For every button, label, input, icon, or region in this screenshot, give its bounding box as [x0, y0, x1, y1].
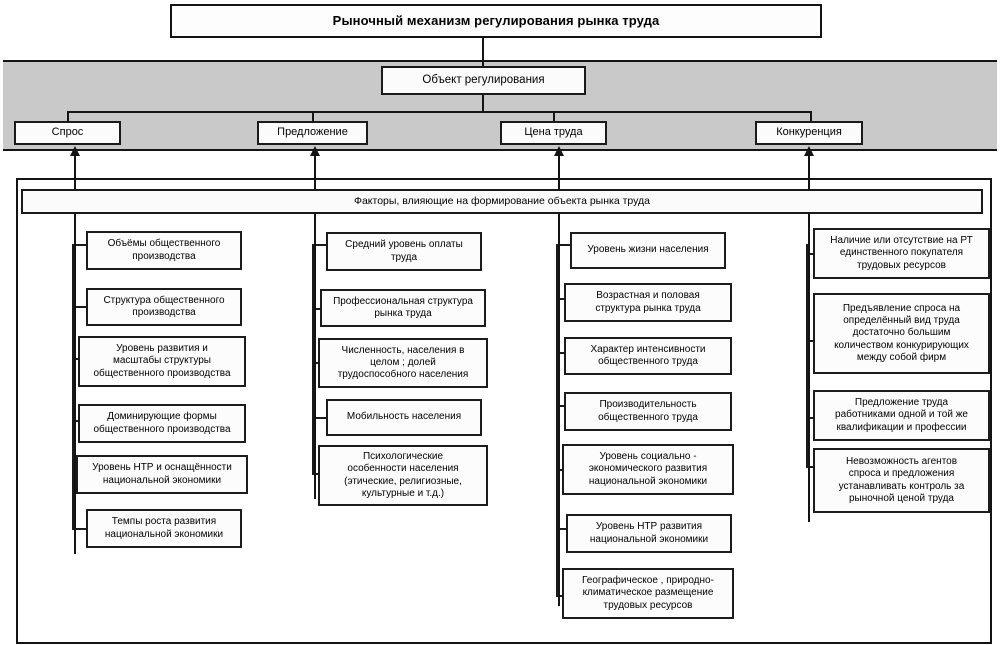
- factor-box: Географическое , природно- климатическое…: [562, 568, 734, 619]
- object-distribution-bus: [67, 111, 812, 113]
- factor-box: Средний уровень оплаты труда: [326, 232, 482, 271]
- factors-band-text: Факторы, влияющие на формирование объект…: [353, 195, 651, 208]
- trunk-supply-column: [312, 244, 314, 473]
- factors-band-box: Факторы, влияющие на формирование объект…: [21, 189, 983, 214]
- factor-text: Структура общественного производства: [103, 294, 225, 318]
- bus-drop-demand: [67, 111, 69, 121]
- factor-text: Невозможность агентов спроса и предложен…: [838, 456, 965, 504]
- arrowstem-demand: [74, 154, 76, 554]
- factor-box: Психологические особенности населения (э…: [318, 445, 488, 506]
- bus-drop-competition: [810, 111, 812, 121]
- factor-text: Уровень НТР и оснащённости национальной …: [92, 462, 232, 486]
- arrowhead-competition: [804, 146, 814, 156]
- node-price: Цена труда: [500, 121, 607, 145]
- trunk-competition-column: [806, 244, 808, 466]
- factor-text: Численность, населения в целом ; долей т…: [337, 344, 469, 381]
- arrowhead-supply: [310, 146, 320, 156]
- factor-box: Предложение труда работниками одной и то…: [813, 390, 990, 441]
- factor-text: Уровень жизни населения: [587, 244, 709, 256]
- factor-text: Предъявление спроса на определённый вид …: [834, 303, 969, 363]
- factor-text: Доминирующие формы общественного произво…: [93, 411, 231, 435]
- tick-supply-2: [312, 308, 326, 310]
- factor-box: Численность, населения в целом ; долей т…: [318, 338, 488, 388]
- factor-text: Объёмы общественного производства: [107, 238, 221, 262]
- node-competition: Конкуренция: [755, 121, 863, 145]
- factor-box: Невозможность агентов спроса и предложен…: [813, 448, 990, 513]
- factor-text: Возрастная и половая структура рынка тру…: [595, 290, 701, 314]
- trunk-price-column: [556, 244, 558, 595]
- factor-box: Характер интенсивности общественного тру…: [564, 337, 732, 375]
- node-supply-label: Предложение: [277, 126, 348, 139]
- factor-text: Географическое , природно- климатическое…: [582, 575, 714, 611]
- tick-supply-4: [312, 417, 326, 419]
- trunk-demand-column: [72, 244, 74, 528]
- factor-text: Уровень развития и масштабы структуры об…: [93, 343, 231, 379]
- node-supply: Предложение: [257, 121, 368, 145]
- arrowstem-supply: [314, 154, 316, 499]
- factor-text: Характер интенсивности общественного тру…: [590, 343, 706, 367]
- factor-text: Уровень НТР развития национальной эконом…: [589, 521, 709, 545]
- arrowstem-price: [558, 154, 560, 606]
- bus-drop-supply: [312, 111, 314, 121]
- factor-text: Психологические особенности населения (э…: [344, 451, 462, 499]
- factor-box: Производительность общественного труда: [564, 392, 732, 431]
- bus-drop-price: [553, 111, 555, 121]
- factor-text: Уровень социально - экономического разви…: [588, 451, 708, 487]
- arrowhead-price: [554, 146, 564, 156]
- factor-box: Профессиональная структура рынка труда: [320, 289, 486, 327]
- factor-box: Уровень жизни населения: [570, 232, 726, 269]
- tick-price-3: [556, 352, 570, 354]
- factor-box: Возрастная и половая структура рынка тру…: [564, 283, 732, 322]
- factor-box: Наличие или отсутствие на РТ единственно…: [813, 228, 990, 279]
- diagram-title-box: Рыночный механизм регулирования рынка тр…: [170, 4, 822, 38]
- factor-text: Темпы роста развития национальной эконом…: [104, 516, 224, 540]
- factor-text: Профессиональная структура рынка труда: [333, 295, 473, 319]
- factor-text: Производительность общественного труда: [598, 399, 698, 423]
- tick-demand-1: [72, 244, 86, 246]
- factor-box: Уровень НТР и оснащённости национальной …: [76, 455, 248, 494]
- factor-text: Средний уровень оплаты труда: [345, 239, 463, 263]
- factor-box: Доминирующие формы общественного произво…: [78, 404, 246, 443]
- factor-box: Уровень социально - экономического разви…: [562, 444, 734, 495]
- title-to-object-connector: [482, 38, 484, 66]
- factor-box: Мобильность населения: [326, 399, 482, 436]
- object-node-text: Объект регулирования: [422, 74, 545, 87]
- object-node-box: Объект регулирования: [381, 66, 586, 95]
- tick-supply-1: [312, 244, 326, 246]
- tick-price-4: [556, 405, 570, 407]
- arrowstem-competition: [808, 154, 810, 522]
- tick-demand-2: [72, 306, 86, 308]
- factor-box: Темпы роста развития национальной эконом…: [86, 509, 242, 548]
- factor-box: Предъявление спроса на определённый вид …: [813, 293, 990, 374]
- tick-price-6: [556, 528, 570, 530]
- tick-demand-6: [72, 528, 86, 530]
- node-price-label: Цена труда: [524, 126, 583, 139]
- object-to-bus-connector: [482, 95, 484, 113]
- factors-outer-container: [16, 178, 992, 644]
- factor-box: Объёмы общественного производства: [86, 231, 242, 270]
- node-demand-label: Спрос: [51, 126, 84, 139]
- tick-price-1: [556, 244, 570, 246]
- factor-box: Уровень НТР развития национальной эконом…: [566, 514, 732, 553]
- factor-box: Структура общественного производства: [86, 288, 242, 326]
- factor-text: Предложение труда работниками одной и то…: [835, 397, 968, 433]
- arrowhead-demand: [70, 146, 80, 156]
- node-demand: Спрос: [14, 121, 121, 145]
- node-competition-label: Конкуренция: [776, 126, 842, 139]
- tick-price-2: [556, 298, 570, 300]
- factor-box: Уровень развития и масштабы структуры об…: [78, 336, 246, 387]
- factor-text: Мобильность населения: [346, 411, 462, 423]
- factor-text: Наличие или отсутствие на РТ единственно…: [830, 235, 973, 271]
- diagram-title-text: Рыночный механизм регулирования рынка тр…: [332, 13, 660, 29]
